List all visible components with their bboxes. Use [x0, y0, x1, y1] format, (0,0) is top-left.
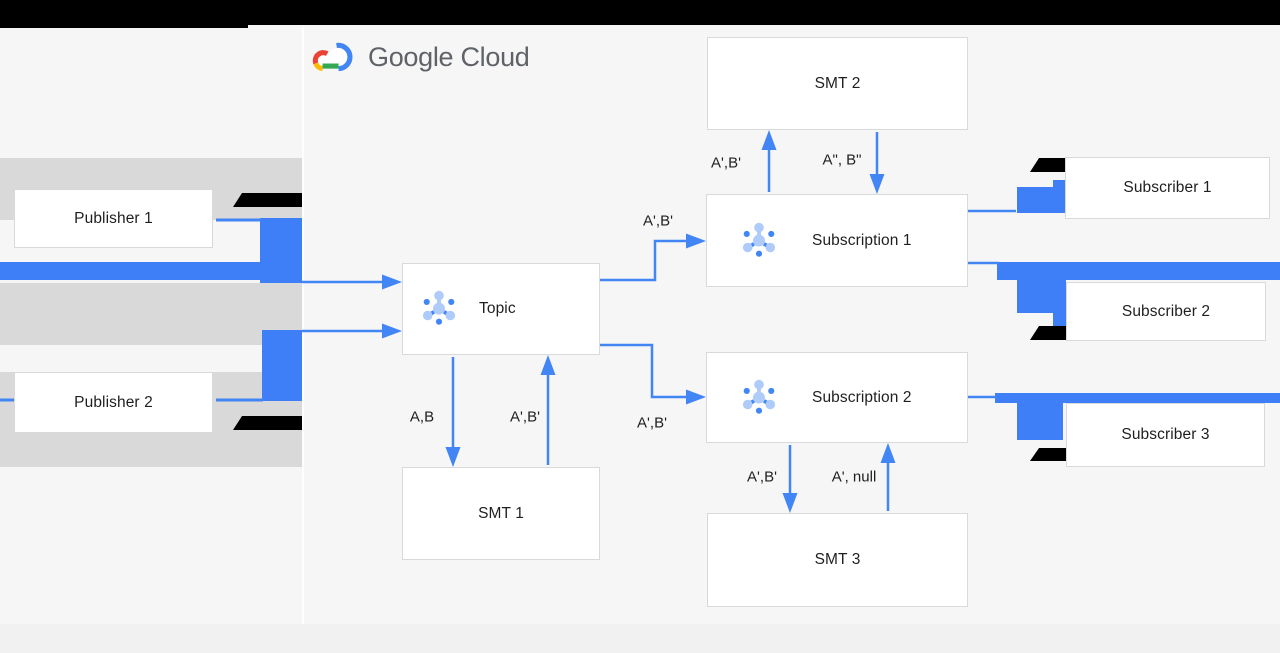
edge-label-smt2-subscription1: A", B" [822, 151, 862, 169]
topic-node: Topic [402, 263, 600, 355]
blue-flow-band-subscriber3 [995, 393, 1280, 403]
edge-label-subscription2-smt3: A',B' [747, 468, 777, 486]
edge-label-topic-subscription1: A',B' [643, 212, 673, 230]
subscription-2-label: Subscription 2 [812, 388, 912, 406]
redaction-bar-subscriber1 [1030, 158, 1067, 172]
google-cloud-logo-icon [312, 42, 353, 72]
arrow-topic-to-subscription2 [600, 343, 706, 405]
subscriber-1-label: Subscriber 1 [1123, 179, 1212, 196]
smt-2-label: SMT 2 [814, 74, 861, 92]
blue-flow-block-publisher2 [262, 330, 302, 401]
edge-label-smt1-topic: A',B' [510, 408, 540, 426]
smt-1-label: SMT 1 [478, 504, 524, 522]
top-black-bar-step [0, 25, 248, 28]
blue-flow-block-subscriber1 [1017, 180, 1066, 213]
smt-3-label: SMT 3 [814, 551, 861, 568]
edge-label-topic-smt1: A,B [409, 408, 435, 426]
footer-band [0, 624, 1280, 653]
pubsub-icon [742, 222, 776, 257]
smt-2-node: SMT 2 [707, 37, 968, 130]
arrow-topic-to-subscription1 [600, 233, 706, 282]
edge-label-smt3-subscription2: A', null [831, 468, 877, 486]
edge-label-subscription1-smt2: A',B' [711, 154, 741, 172]
subscriber-3-node: Subscriber 3 [1066, 403, 1265, 467]
blue-flow-block-publisher1 [260, 218, 302, 283]
google-cloud-logo-text: Google Cloud [368, 41, 530, 72]
topic-label: Topic [479, 300, 516, 317]
blue-flow-band-subscriber2 [997, 262, 1280, 280]
publisher-2-label: Publisher 2 [74, 393, 153, 411]
blue-flow-bar-left [0, 262, 262, 280]
subscriber-2-label: Subscriber 2 [1121, 302, 1211, 320]
subscriber-3-label: Subscriber 3 [1121, 426, 1210, 443]
smt-3-node: SMT 3 [707, 513, 968, 607]
subscription-1-node: Subscription 1 [706, 194, 968, 287]
gray-band-middle [0, 283, 302, 345]
redaction-bar-publisher1 [233, 193, 302, 207]
publisher-1-node: Publisher 1 [14, 189, 213, 248]
publisher-1-label: Publisher 1 [74, 209, 153, 227]
subscription-1-label: Subscription 1 [812, 231, 912, 249]
edge-label-topic-subscription2: A',B' [637, 414, 667, 432]
top-black-bar [0, 0, 1280, 25]
pubsub-icon [742, 379, 776, 414]
smt-1-node: SMT 1 [402, 467, 600, 560]
redaction-bar-subscriber3 [1030, 448, 1067, 461]
publisher-2-node: Publisher 2 [14, 372, 213, 433]
blue-flow-block-subscriber2 [1017, 262, 1066, 330]
subscription-2-node: Subscription 2 [706, 352, 968, 443]
pubsub-icon [422, 290, 456, 325]
pane-divider [302, 28, 304, 624]
subscriber-1-node: Subscriber 1 [1065, 157, 1270, 219]
subscriber-2-node: Subscriber 2 [1066, 282, 1266, 341]
blue-flow-block-subscriber3 [1017, 393, 1063, 440]
google-cloud-logo: Google Cloud [308, 38, 530, 76]
redaction-bar-publisher2 [233, 416, 302, 430]
redaction-bar-subscriber2 [1030, 326, 1067, 340]
